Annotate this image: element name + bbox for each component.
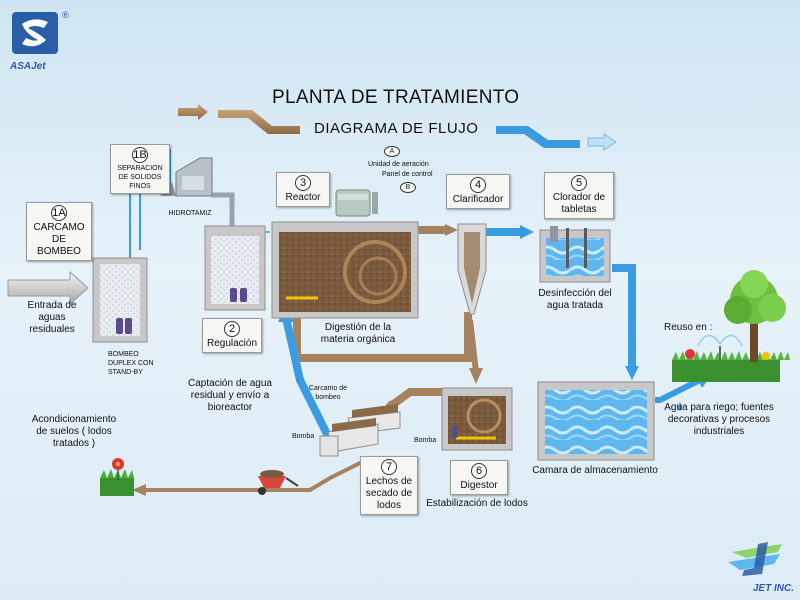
stage-5-number: 5 — [571, 175, 587, 191]
water-use-caption: Agua para riego; fuentes decorativas y p… — [664, 402, 774, 437]
aeration-unit-label: Unidad de aeración — [368, 161, 429, 168]
stage-2-number: 2 — [224, 321, 240, 337]
pump-label-2: Bomba — [414, 437, 437, 444]
chlorinator-to-storage — [612, 264, 636, 370]
disinfection-caption: Desinfección del agua tratada — [538, 288, 612, 311]
asajet-logo: ® ASAJet — [10, 10, 70, 74]
storage-caption: Camara de almacenamiento — [532, 465, 658, 476]
stage-1b-text: SEPARACION DE SOLIDOS FINOS — [117, 165, 163, 190]
aeration-marker-a: A — [384, 146, 400, 157]
stage-2-text: Regulación — [206, 338, 258, 349]
aeration-marker-b: B — [400, 182, 416, 193]
stage-6-label: 6 Digestor — [450, 460, 508, 495]
flower-icon — [100, 458, 134, 496]
stage-2-label: 2 Regulación — [202, 318, 262, 353]
return-sludge-line — [293, 312, 472, 362]
regulation-caption: Captación de agua residual y envío a bio… — [188, 378, 272, 413]
page-subtitle: DIAGRAMA DE FLUJO — [314, 120, 479, 137]
jet-inc-logo-mark — [728, 542, 782, 576]
stage-1a-number: 1A — [51, 205, 67, 221]
pump-well-caption: Carcamo de bombeo — [308, 385, 348, 401]
stabilization-caption: Estabilización de lodos — [426, 498, 528, 509]
jet-inc-logo-text: JET INC. — [752, 583, 794, 594]
drying-beds — [319, 404, 401, 457]
inlet-arrow — [7, 270, 89, 306]
clarifier-tank — [457, 223, 487, 315]
aeration-unit — [335, 189, 378, 217]
wheelbarrow-icon — [258, 470, 299, 495]
sprinkler-icon — [685, 334, 770, 360]
inlet-caption: Entrada de aguas residuales — [27, 300, 77, 335]
stage-3-label: 3 Reactor — [276, 172, 330, 207]
hidrotamiz-label: HIDROTAMIZ — [168, 210, 212, 217]
pump-label-1: Bomba — [292, 433, 315, 440]
stage-1a-text: CARCAMO DE BOMBEO — [33, 222, 85, 257]
stage-4-number: 4 — [470, 177, 486, 193]
digester-to-beds — [385, 388, 452, 412]
pump-return-line — [282, 317, 334, 442]
stage-4-text: Clarificador — [452, 194, 504, 205]
stage-7-number: 7 — [381, 459, 397, 475]
stage-1a-label: 1A CARCAMO DE BOMBEO — [26, 202, 92, 261]
reuse-caption: Reuso en : — [664, 322, 713, 333]
registered-mark: ® — [62, 10, 69, 20]
asajet-logo-mark — [12, 12, 58, 54]
stage-3-text: Reactor — [285, 192, 321, 203]
stage-1b-number: 1B — [132, 147, 148, 163]
stage-7-label: 7 Lechos de secado de lodos — [360, 456, 418, 515]
page-title: PLANTA DE TRATAMIENTO — [272, 87, 520, 108]
tree-icon — [672, 270, 790, 382]
header-arrow-brown-left — [178, 104, 300, 134]
stage-5-label: 5 Clorador de tabletas — [544, 172, 614, 219]
hidrotamiz-pipe — [212, 192, 235, 235]
soil-conditioning-caption: Acondicionamiento de suelos ( lodos trat… — [31, 414, 117, 449]
pump-caption: BOMBEO DUPLEX CON STAND-BY — [108, 351, 154, 376]
stage-4-label: 4 Clarificador — [446, 174, 510, 209]
stage-1b-label: 1B SEPARACION DE SOLIDOS FINOS — [110, 144, 170, 194]
water-drop-icon — [678, 402, 682, 411]
stage-6-number: 6 — [471, 463, 487, 479]
header-arrow-blue-right — [496, 126, 617, 151]
asajet-logo-text: ASAJet — [10, 61, 46, 72]
jet-inc-logo: JET INC. — [722, 538, 794, 594]
stage-7-text: Lechos de secado de lodos — [365, 476, 413, 511]
stage-6-text: Digestor — [460, 480, 498, 491]
stage-5-text: Clorador de tabletas — [552, 192, 606, 215]
stage-3-number: 3 — [295, 175, 311, 191]
digestion-caption: Digestión de la materia orgánica — [320, 322, 396, 345]
sludge-to-soil-line — [140, 460, 363, 492]
storage-to-reuse — [655, 377, 702, 403]
control-panel-label: Panel de control — [382, 171, 433, 178]
